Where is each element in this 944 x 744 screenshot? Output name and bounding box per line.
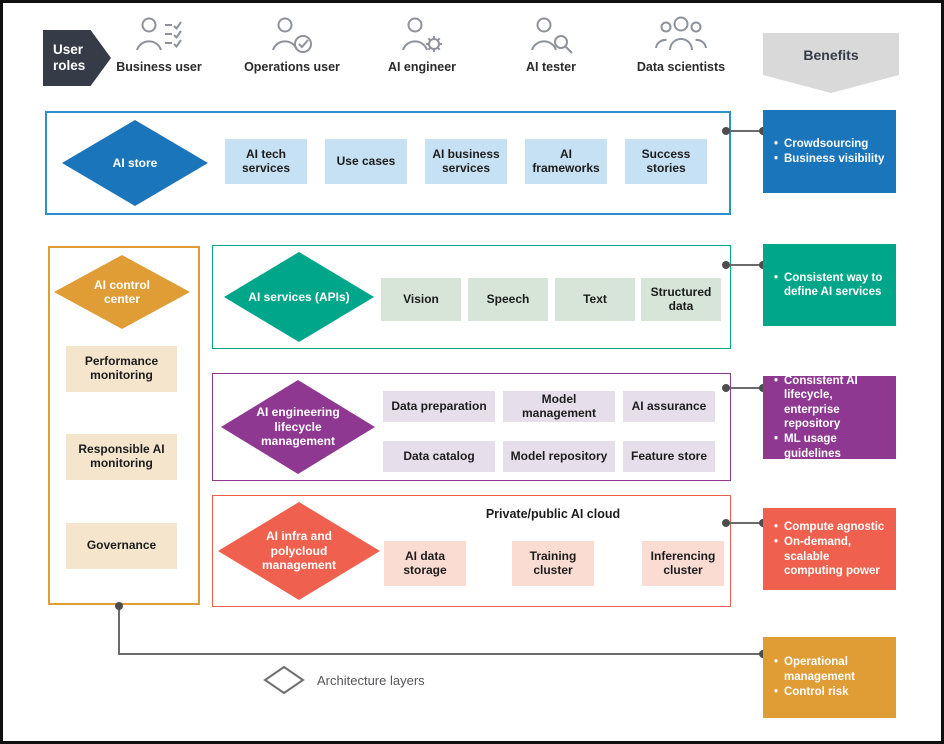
user-roles-label: User roles — [53, 41, 86, 73]
benefit-control-center: Operational management Control risk — [763, 637, 896, 718]
chip-ai-tech-services: AI tech services — [225, 139, 307, 184]
connector-dot — [722, 519, 730, 527]
benefit-ai-store: Crowdsourcing Business visibility — [763, 110, 896, 193]
ai-tester-icon — [531, 17, 573, 54]
connector-control-center-vertical — [118, 605, 120, 655]
connector-control-center-horizontal — [118, 653, 763, 655]
role-label: AI tester — [525, 60, 577, 74]
chip-ai-assurance: AI assurance — [623, 391, 715, 422]
chip-ai-business-services: AI business services — [425, 139, 507, 184]
benefit-item: Consistent AI lifecycle, enterprise repo… — [774, 374, 890, 432]
benefit-item: On-demand, scalable computing power — [774, 535, 890, 578]
chip-text: Text — [555, 278, 635, 321]
chip-performance-monitoring: Performance monitoring — [66, 346, 177, 392]
chip-data-catalog: Data catalog — [383, 441, 495, 472]
benefits-banner-label: Benefits — [803, 47, 859, 63]
ai-store-diamond-label: AI store — [112, 155, 158, 170]
benefit-item: Operational management — [774, 655, 890, 684]
chip-use-cases: Use cases — [325, 139, 407, 184]
benefit-item: ML usage guidelines — [774, 432, 890, 461]
connector-dot — [722, 127, 730, 135]
benefits-banner: Benefits — [763, 33, 899, 93]
ai-infra-diamond-label: AI infra and polycloud management — [261, 529, 337, 573]
business-user-icon — [136, 17, 182, 51]
connector-ai-store — [725, 130, 763, 132]
benefit-item: Control risk — [774, 685, 890, 700]
connector-ai-engineering — [725, 387, 763, 389]
ai-engineer-icon — [402, 17, 442, 52]
data-scientists-icon — [655, 16, 707, 51]
chip-speech: Speech — [468, 278, 548, 321]
legend-label: Architecture layers — [317, 672, 425, 688]
role-data-scientists: Data scientists — [623, 16, 739, 74]
benefit-ai-infra: Compute agnostic On-demand, scalable com… — [763, 508, 896, 590]
role-label: AI engineer — [387, 60, 457, 74]
benefit-ai-engineering: Consistent AI lifecycle, enterprise repo… — [763, 374, 896, 461]
role-business-user: Business user — [101, 16, 217, 74]
connector-dot — [115, 602, 123, 610]
ai-services-diamond-label: AI services (APIs) — [248, 289, 350, 304]
benefit-item: Crowdsourcing — [774, 137, 884, 152]
chip-vision: Vision — [381, 278, 461, 321]
connector-ai-services — [725, 264, 763, 266]
benefit-item: Compute agnostic — [774, 520, 890, 535]
ai-engineering-diamond-label: AI engineering lifecycle management — [256, 405, 340, 449]
chip-governance: Governance — [66, 523, 177, 569]
role-ai-tester: AI tester — [493, 16, 609, 74]
connector-dot — [722, 384, 730, 392]
chip-ai-data-storage: AI data storage — [384, 541, 466, 586]
legend: Architecture layers — [263, 665, 425, 695]
ai-control-center-label: AI control center — [94, 277, 150, 306]
benefit-item: Consistent way to define AI services — [774, 271, 890, 300]
private-public-ai-cloud-title: Private/public AI cloud — [485, 507, 621, 521]
role-label: Data scientists — [636, 60, 726, 74]
chip-model-management: Model management — [503, 391, 615, 422]
chip-training-cluster: Training cluster — [512, 541, 594, 586]
chip-success-stories: Success stories — [625, 139, 707, 184]
architecture-layers-diamond-icon — [263, 665, 305, 695]
chip-model-repository: Model repository — [503, 441, 615, 472]
chip-structured-data: Structured data — [641, 278, 721, 321]
connector-ai-infra — [725, 522, 763, 524]
chip-ai-frameworks: AI frameworks — [525, 139, 607, 184]
role-ai-engineer: AI engineer — [364, 16, 480, 74]
chip-responsible-ai-monitoring: Responsible AI monitoring — [66, 434, 177, 480]
connector-dot — [722, 261, 730, 269]
chip-data-preparation: Data preparation — [383, 391, 495, 422]
role-label: Business user — [116, 60, 202, 74]
benefit-ai-services: Consistent way to define AI services — [763, 244, 896, 326]
operations-user-icon — [272, 17, 312, 53]
benefit-item: Business visibility — [774, 152, 884, 167]
role-operations-user: Operations user — [234, 16, 350, 74]
chip-inferencing-cluster: Inferencing cluster — [642, 541, 724, 586]
role-label: Operations user — [244, 60, 340, 74]
chip-feature-store: Feature store — [623, 441, 715, 472]
